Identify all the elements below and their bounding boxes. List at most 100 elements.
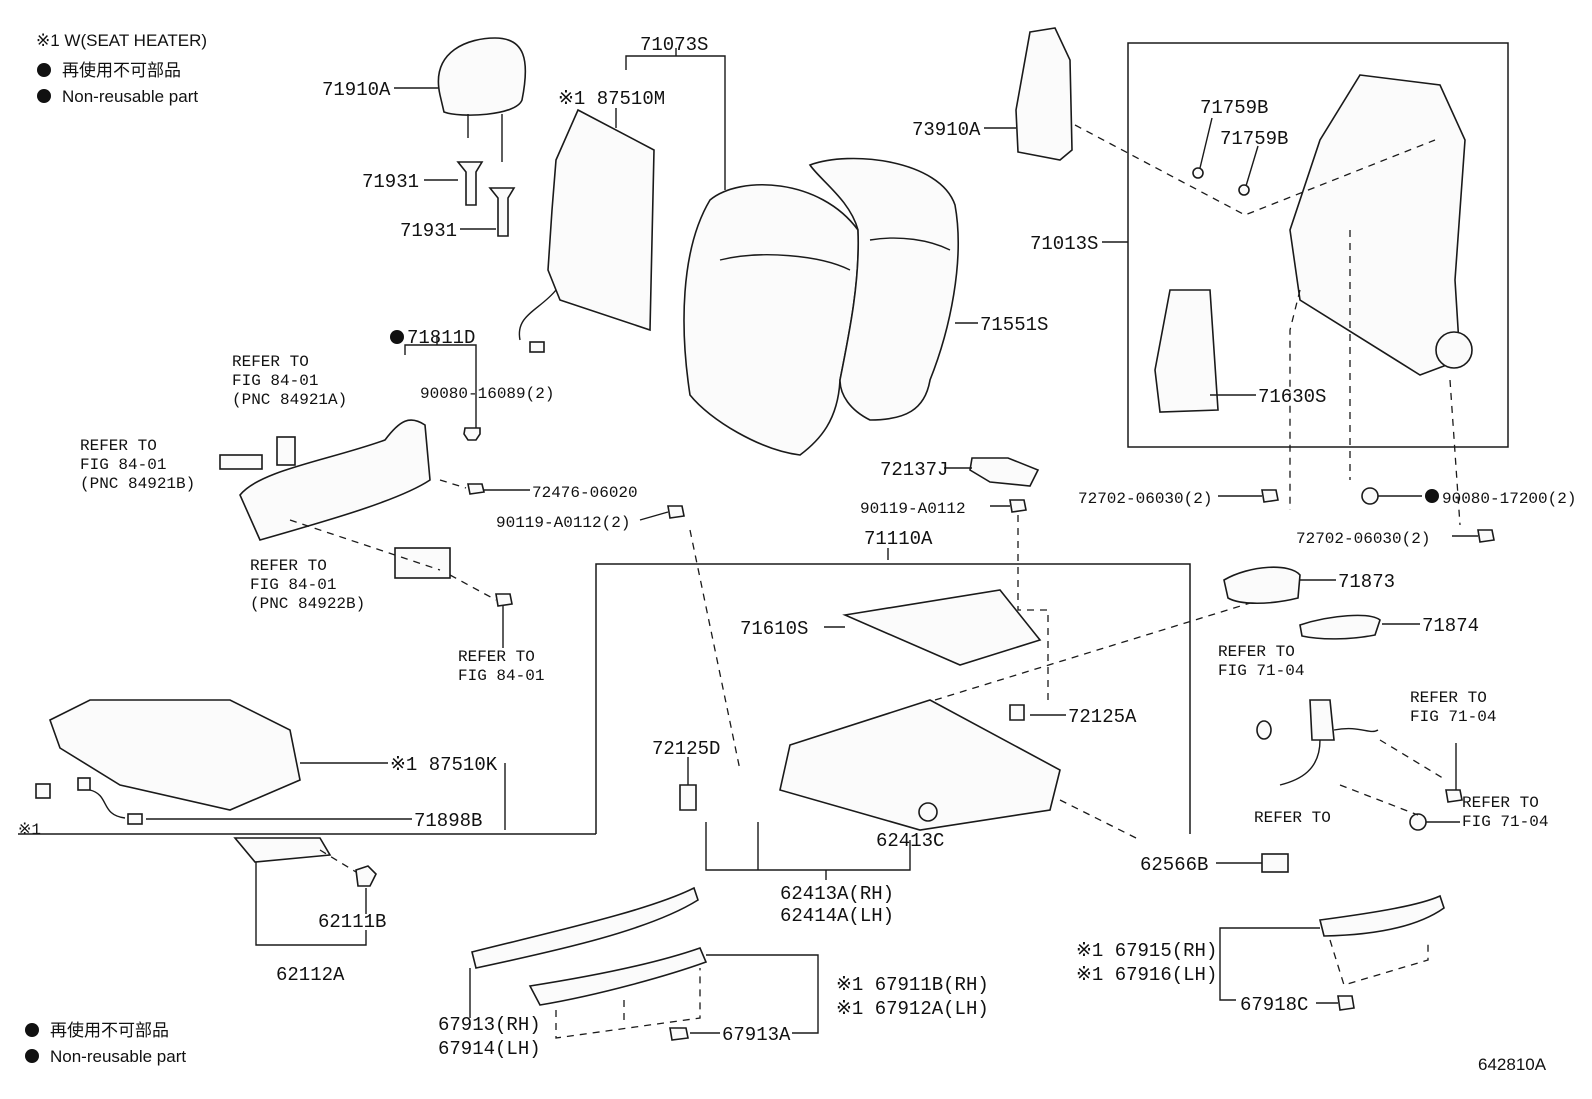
label-62413A: 62413A(RH) (780, 883, 894, 905)
scuff-plate-67911B (528, 946, 708, 1006)
seatback-cover (683, 184, 860, 456)
label-71551S: 71551S (980, 314, 1048, 336)
label-67911B: ※1 67911B(RH) (836, 974, 989, 996)
label-71910A: 71910A (322, 79, 391, 101)
label-90119-A0112-2: 90119-A0112(2) (496, 514, 630, 532)
clip-72125A (1009, 704, 1025, 721)
label-67913-rh: 67913(RH) (438, 1014, 541, 1036)
bolt-72702-b (1477, 529, 1495, 543)
figure-id: 642810A (1478, 1055, 1547, 1074)
label-71610S: 71610S (740, 618, 808, 640)
clip-62111B (355, 865, 377, 887)
seatbelt-buckle (1309, 699, 1335, 741)
label-90080-17200: 90080-17200(2) (1442, 490, 1576, 508)
buckle-bolt (1445, 789, 1463, 803)
label-71931-b: 71931 (400, 220, 457, 242)
label-71073S: 71073S (640, 34, 708, 56)
scuff-plate-67913 (471, 886, 699, 969)
label-72137J: 72137J (880, 459, 948, 481)
switch-84921A (276, 436, 296, 466)
label-71931-a: 71931 (362, 171, 419, 193)
label-90119-A0112: 90119-A0112 (860, 500, 966, 518)
label-67913A: 67913A (722, 1024, 791, 1046)
lumbar-support-71630S (1154, 289, 1219, 413)
nut-90080-17200 (1361, 487, 1379, 505)
seat-side-shield (239, 419, 431, 541)
label-87510M: ※1 87510M (558, 88, 665, 110)
label-72702-06030-a: 72702-06030(2) (1078, 490, 1212, 508)
label-67914-lh: 67914(LH) (438, 1038, 541, 1060)
seat-cushion-frame-group: 72137J 90119-A0112 71110A 71610S 72125A … (595, 457, 1289, 927)
label-90080-16089: 90080-16089(2) (420, 385, 554, 403)
clip-72125D (679, 784, 697, 811)
label-62414A: 62414A(LH) (780, 905, 894, 927)
label-71759B-a: 71759B (1200, 97, 1268, 119)
recliner-disc (1435, 331, 1473, 369)
seatback-frame (1289, 74, 1466, 376)
bolt-72702-a (1261, 489, 1279, 503)
label-62112A: 62112A (276, 964, 345, 986)
seat-spring-71610S (842, 589, 1042, 666)
label-67918C: 67918C (1240, 994, 1308, 1016)
label-67912A: ※1 67912A(LH) (836, 998, 989, 1020)
clip-71759B-a (1192, 167, 1204, 179)
label-67915: ※1 67915(RH) (1076, 940, 1217, 962)
scuff-plate-group: 67913(RH) 67914(LH) ※1 67911B(RH) ※1 679… (438, 886, 1445, 1060)
heater-connector-a (35, 783, 51, 799)
cushion-frame-box (595, 563, 1191, 834)
non-reusable-bullet-icon (390, 330, 404, 344)
label-71759B-b: 71759B (1220, 128, 1288, 150)
non-reusable-bullet-icon (25, 1023, 39, 1037)
footer-non-reusable-ja: 再使用不可部品 (50, 1020, 169, 1040)
seat-cushion-frame (779, 699, 1061, 831)
seat-heater-mark: ※1 (18, 821, 41, 839)
label-72125A: 72125A (1068, 706, 1137, 728)
screw-90119 (1009, 499, 1027, 513)
grommet (1256, 720, 1272, 740)
label-71874: 71874 (1422, 615, 1479, 637)
label-71873: 71873 (1338, 571, 1395, 593)
seat-track-cover-73910A (1015, 27, 1073, 161)
refer-belt: REFER TO (1254, 809, 1331, 827)
heater-connector (529, 341, 545, 353)
switch-84922B (394, 547, 451, 579)
label-71898B: 71898B (414, 810, 482, 832)
buckle-nut (1409, 813, 1427, 831)
label-62111B: 62111B (318, 911, 386, 933)
seat-cushion-heater-group: ※1 87510K 71898B ※1 62111B 62112A (18, 699, 596, 986)
label-87510K: ※1 87510K (390, 754, 498, 776)
recliner-bolt (918, 802, 938, 822)
label-72125D: 72125D (652, 738, 720, 760)
clip-67913A (669, 1027, 689, 1041)
seatback-cover-group: 71073S ※1 87510M 71551S (518, 34, 1048, 456)
heater-connector-c (127, 813, 143, 825)
screw-72476 (467, 483, 485, 495)
non-reusable-bullet-icon (25, 1049, 39, 1063)
cover-71873 (1223, 566, 1301, 604)
legend: ※1 W(SEAT HEATER) 再使用不可部品 Non-reusable p… (36, 31, 207, 106)
cover-71874 (1299, 614, 1381, 640)
headrest-shape (437, 37, 527, 116)
seat-heater-note: ※1 W(SEAT HEATER) (36, 31, 207, 50)
non-reusable-bullet-icon (37, 89, 51, 103)
seat-cushion-shield-62112A (233, 837, 332, 863)
label-72476-06020: 72476-06020 (532, 484, 638, 502)
non-reusable-bullet-icon (1425, 489, 1439, 503)
footer-legend: 再使用不可部品 Non-reusable part 642810A (25, 1020, 1547, 1074)
non-reusable-en: Non-reusable part (62, 87, 198, 106)
label-73910A: 73910A (912, 119, 981, 141)
label-71013S: 71013S (1030, 233, 1098, 255)
label-71630S: 71630S (1258, 386, 1326, 408)
screw-90080-16089 (463, 427, 481, 441)
side-shield-group: 71811D 90080-16089(2) 72476-06020 90119-… (80, 327, 685, 685)
headrest-group: 71910A 71931 71931 (322, 37, 527, 242)
non-reusable-bullet-icon (37, 63, 51, 77)
screw-84-01 (495, 593, 513, 607)
